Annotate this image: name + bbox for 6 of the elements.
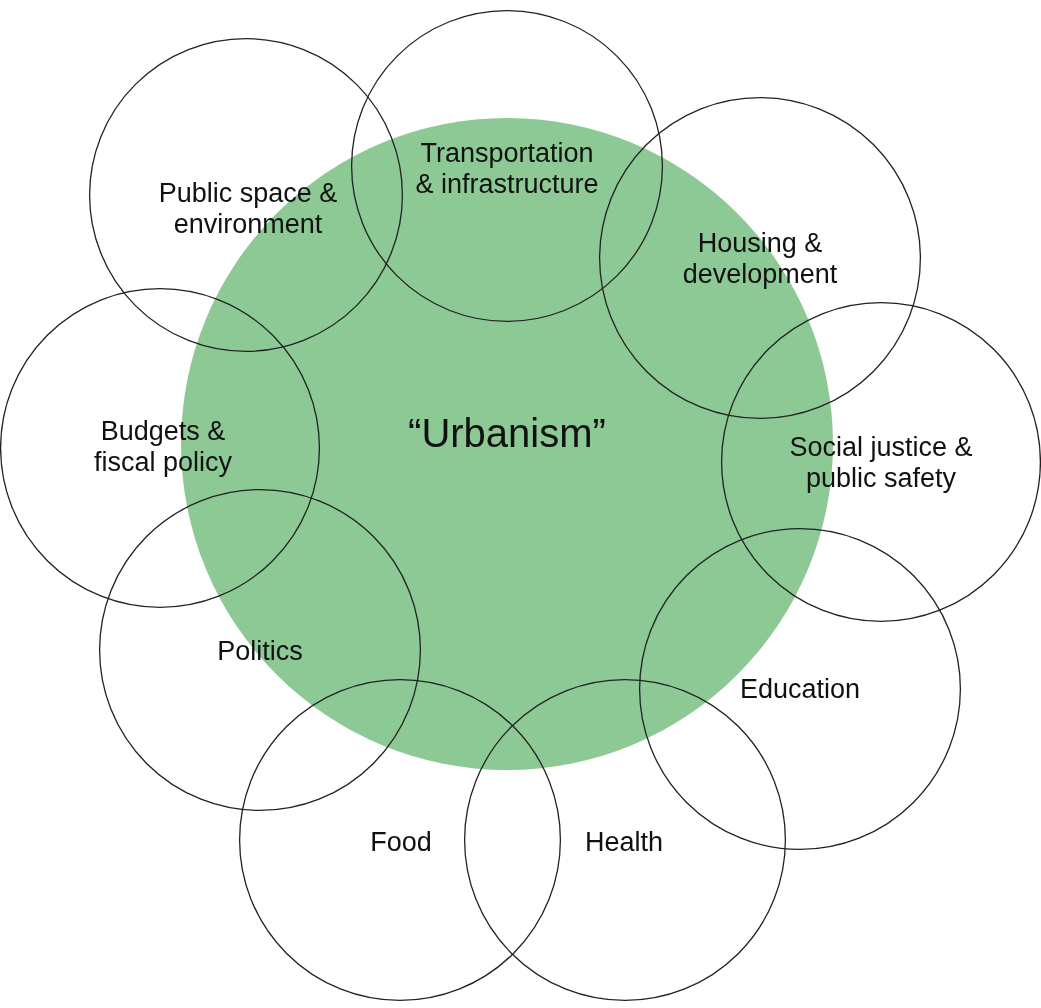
topic-label: Public space & environment xyxy=(158,177,338,241)
central-label: “Urbanism” xyxy=(407,410,607,456)
topic-label: Health xyxy=(584,827,664,859)
topic-label: Food xyxy=(369,827,433,859)
topic-label: Education xyxy=(739,674,861,706)
topic-label: Transportation & infrastructure xyxy=(414,137,600,201)
